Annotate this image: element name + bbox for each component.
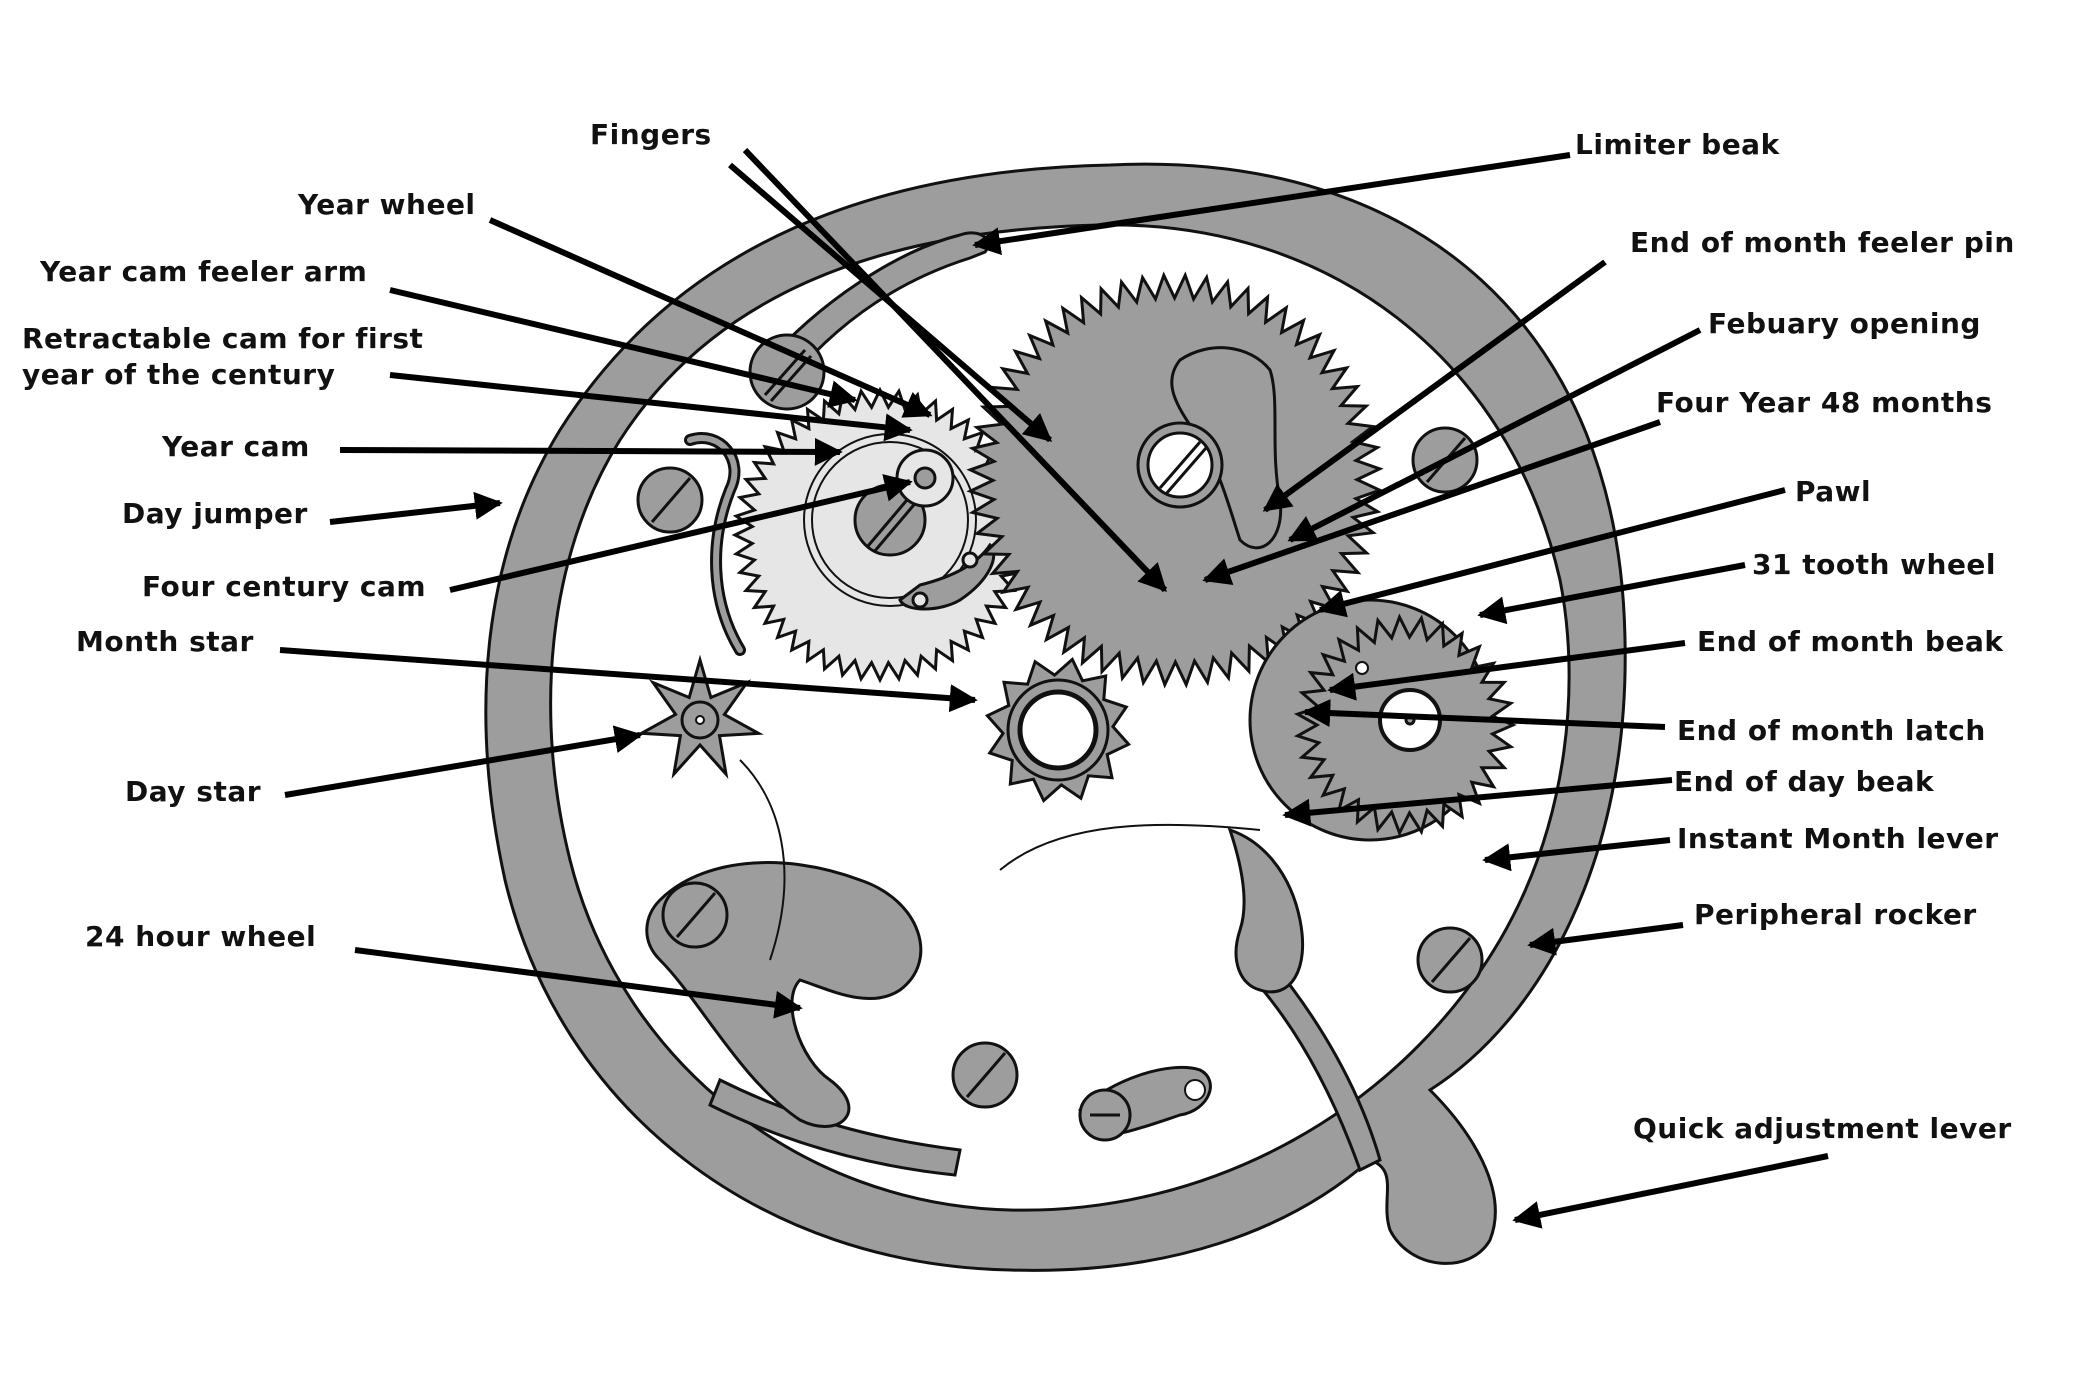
leader-day-jumper — [329, 491, 503, 525]
label-day-star: Day star — [125, 775, 262, 808]
label-limiter-beak: Limiter beak — [1575, 128, 1780, 161]
leader-febuary-opening — [1287, 327, 1702, 543]
label-year-cam: Year cam — [162, 430, 310, 463]
leader-end-of-month-latch — [1302, 699, 1666, 730]
four-century-cam-part — [895, 448, 955, 508]
four-year-wheel-part — [966, 271, 1384, 689]
leader-four-century-cam — [449, 474, 913, 593]
leader-24-hour-wheel — [354, 947, 803, 1019]
leader-quick-adjustment-lever — [1512, 1153, 1829, 1229]
label-retractable-cam-line2: year of the century — [22, 358, 336, 391]
leader-instant-month-lever — [1482, 837, 1671, 872]
leader-lines — [279, 147, 1829, 1229]
leader-end-of-day-beak — [1282, 777, 1673, 827]
lower-screw-left — [951, 1041, 1019, 1109]
label-end-of-day-beak: End of day beak — [1674, 765, 1935, 798]
leader-day-star — [284, 725, 643, 798]
label-24-hour-wheel: 24 hour wheel — [85, 920, 317, 953]
label-31-tooth-wheel: 31 tooth wheel — [1752, 548, 1997, 581]
label-year-cam-feeler-arm: Year cam feeler arm — [40, 255, 368, 288]
24-hour-screw — [661, 881, 729, 949]
leader-four-year-48-months — [1202, 419, 1661, 585]
day-star-part — [636, 654, 764, 779]
label-fingers: Fingers — [590, 118, 712, 151]
peripheral-rocker-part — [484, 162, 1627, 1272]
instant-month-lever-part — [1227, 827, 1305, 994]
leader-pawl — [1317, 487, 1786, 618]
leader-limiter-beak — [972, 152, 1571, 256]
leader-year-cam — [339, 437, 843, 466]
leader-31-tooth-wheel — [1477, 562, 1746, 625]
label-retractable-cam-line1: Retractable cam for first — [22, 322, 424, 355]
year-cam-feeler-screw — [748, 333, 826, 411]
label-quick-adjustment-lever: Quick adjustment lever — [1633, 1112, 2012, 1145]
leader-fingers-2 — [742, 147, 1168, 593]
label-end-of-month-feeler-pin: End of month feeler pin — [1630, 226, 2015, 259]
screw-day-jumper — [636, 466, 704, 534]
label-end-of-month-beak: End of month beak — [1697, 625, 2004, 658]
quick-adjustment-lever-part — [739, 759, 1261, 961]
label-peripheral-rocker: Peripheral rocker — [1694, 898, 1977, 931]
leader-end-of-month-beak — [1327, 640, 1686, 701]
leader-retractable-cam — [389, 372, 913, 442]
label-instant-month-lever: Instant Month lever — [1677, 822, 1999, 855]
label-end-of-month-latch: End of month latch — [1677, 714, 1986, 747]
leader-year-cam-feeler-arm — [389, 287, 858, 408]
label-four-century-cam: Four century cam — [142, 570, 427, 603]
month-star-part — [984, 656, 1132, 804]
label-year-wheel: Year wheel — [298, 188, 476, 221]
label-febuary-opening: Febuary opening — [1708, 307, 1981, 340]
lower-screw-center — [1078, 1065, 1212, 1142]
label-pawl: Pawl — [1795, 475, 1872, 508]
leader-end-of-month-feeler-pin — [1262, 259, 1607, 513]
label-month-star: Month star — [76, 625, 254, 658]
label-four-year-48-months: Four Year 48 months — [1656, 386, 1993, 419]
leader-peripheral-rocker — [1527, 922, 1684, 956]
screw-right-bottom — [1416, 926, 1484, 994]
label-day-jumper: Day jumper — [122, 497, 308, 530]
leader-month-star — [279, 647, 978, 713]
